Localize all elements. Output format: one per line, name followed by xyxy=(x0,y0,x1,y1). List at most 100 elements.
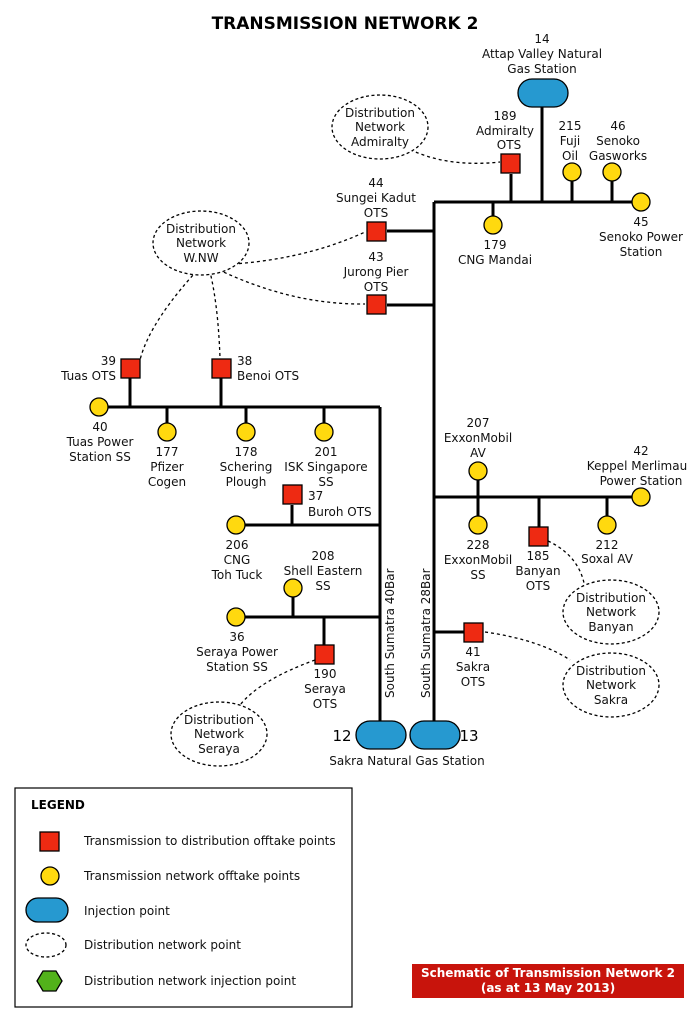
dnode-wnw-label-2: W.NW xyxy=(183,251,218,265)
label-banyan-ots-2: OTS xyxy=(526,579,550,593)
label-senoko-gw-0: 46 xyxy=(610,119,625,133)
dnode-banyan-label-0: Distribution xyxy=(576,591,646,605)
dash-admiralty xyxy=(404,146,501,164)
label-seraya-ots-2: OTS xyxy=(313,697,337,711)
dash-sakra xyxy=(484,631,571,661)
label-shell-1: Shell Eastern xyxy=(284,564,363,578)
dnode-sakra-label-1: Network xyxy=(586,678,636,692)
transmission-offtakes xyxy=(89,162,651,627)
footnote-line-2: (as at 13 May 2013) xyxy=(480,981,616,995)
legend-item-0: Transmission to distribution offtake poi… xyxy=(83,834,336,848)
sq-sakra xyxy=(463,622,484,643)
label-fuji-2: Oil xyxy=(562,149,578,163)
label-pfizer-2: Cogen xyxy=(148,475,186,489)
label-tuas-1: Tuas OTS xyxy=(60,369,116,383)
circ-pfizer xyxy=(157,422,177,442)
label-exxon-av-1: ExxonMobil xyxy=(444,431,512,445)
attap-injection xyxy=(517,78,569,108)
label-sungei-2: OTS xyxy=(364,206,388,220)
dnode-banyan-label-1: Network xyxy=(586,605,636,619)
dnode-sakra-label-0: Distribution xyxy=(576,664,646,678)
label-senoko-power-2: Station xyxy=(620,245,663,259)
label-buroh-1: Buroh OTS xyxy=(308,505,372,519)
label-exxon-ss-2: SS xyxy=(470,568,485,582)
dnode-admiralty-label-2: Admiralty xyxy=(351,135,409,149)
circ-exxonmobil-av xyxy=(468,461,488,481)
legend-box xyxy=(14,787,353,1008)
label-sakra-station: Sakra Natural Gas Station xyxy=(329,754,484,768)
sq-sungei-kadut xyxy=(366,221,387,242)
label-benoi-1: Benoi OTS xyxy=(237,369,299,383)
sakra-injection-12 xyxy=(355,720,407,750)
legend-item-1: Transmission network offtake points xyxy=(83,869,300,883)
label-fuji-0: 215 xyxy=(559,119,582,133)
dnode-banyan-label-2: Banyan xyxy=(588,620,633,634)
label-tuas-power-2: Station SS xyxy=(69,450,131,464)
pipelines xyxy=(99,104,641,726)
labels: 14 Attap Valley Natural Gas Station 189 … xyxy=(60,32,687,768)
legend-item-2: Injection point xyxy=(84,904,170,918)
label-senoko-gw-2: Gasworks xyxy=(589,149,647,163)
label-shell-2: SS xyxy=(315,579,330,593)
dnode-seraya-label-2: Seraya xyxy=(198,742,240,756)
sq-banyan xyxy=(528,526,549,547)
label-jurong-1: Jurong Pier xyxy=(343,265,409,279)
label-seraya-ots-0: 190 xyxy=(314,667,337,681)
label-seraya-power-1: Seraya Power xyxy=(196,645,278,659)
legend-circle-icon xyxy=(40,866,60,886)
sq-benoi xyxy=(211,358,232,379)
dash-wnw-jurong xyxy=(212,266,366,305)
dnode-wnw xyxy=(152,210,250,276)
dnode-sakra xyxy=(562,652,660,718)
footnote-line-1: Schematic of Transmission Network 2 xyxy=(420,966,676,980)
circ-tuas-power xyxy=(89,397,109,417)
label-seraya-power-0: 36 xyxy=(229,630,244,644)
label-benoi-0: 38 xyxy=(237,354,252,368)
label-senoko-power-0: 45 xyxy=(633,215,648,229)
label-admiralty-ots-0: 189 xyxy=(494,109,517,123)
dnode-wnw-label-1: Network xyxy=(176,236,226,250)
circ-keppel xyxy=(631,487,651,507)
label-isk-1: ISK Singapore xyxy=(284,460,367,474)
label-fuji-1: Fuji xyxy=(560,134,581,148)
label-jurong-0: 43 xyxy=(368,250,383,264)
distribution-offtakes xyxy=(120,153,549,665)
circ-schering xyxy=(236,422,256,442)
label-pfizer-1: Pfizer xyxy=(150,460,183,474)
legend-distribution-icon xyxy=(25,932,67,958)
label-banyan-ots-1: Banyan xyxy=(515,564,560,578)
label-jurong-2: OTS xyxy=(364,280,388,294)
label-cng-mandai-0: 179 xyxy=(484,238,507,252)
dash-banyan xyxy=(547,540,586,589)
circ-cng-mandai xyxy=(483,215,503,235)
label-attap-0: 14 xyxy=(534,32,549,46)
legend-item-4: Distribution network injection point xyxy=(84,974,296,988)
circ-exxonmobil-ss xyxy=(468,515,488,535)
schematic-footnote: Schematic of Transmission Network 2 (as … xyxy=(412,964,684,998)
label-banyan-ots-0: 185 xyxy=(527,549,550,563)
label-schering-1: Schering xyxy=(220,460,273,474)
label-sungei-0: 44 xyxy=(368,176,383,190)
sq-admiralty xyxy=(500,153,521,174)
legend-injection-icon xyxy=(25,897,69,923)
label-soxal-0: 212 xyxy=(596,538,619,552)
label-40bar: South Sumatra 40Bar xyxy=(383,568,397,698)
label-admiralty-ots-2: OTS xyxy=(497,138,521,152)
dnode-seraya xyxy=(170,701,268,767)
label-soxal-1: Soxal AV xyxy=(581,552,634,566)
dnode-seraya-label-1: Network xyxy=(194,727,244,741)
label-sakra-12: 12 xyxy=(332,727,351,745)
dnode-admiralty xyxy=(331,94,429,160)
label-schering-0: 178 xyxy=(235,445,258,459)
label-sakra-ots-0: 41 xyxy=(465,645,480,659)
label-exxon-ss-1: ExxonMobil xyxy=(444,553,512,567)
label-attap-1: Attap Valley Natural xyxy=(482,47,602,61)
label-buroh-0: 37 xyxy=(308,489,323,503)
circ-shell-eastern xyxy=(283,578,303,598)
circ-soxal xyxy=(597,515,617,535)
label-sakra-ots-1: Sakra xyxy=(456,660,490,674)
label-schering-2: Plough xyxy=(226,475,267,489)
label-shell-0: 208 xyxy=(312,549,335,563)
legend-square-icon xyxy=(39,831,60,852)
